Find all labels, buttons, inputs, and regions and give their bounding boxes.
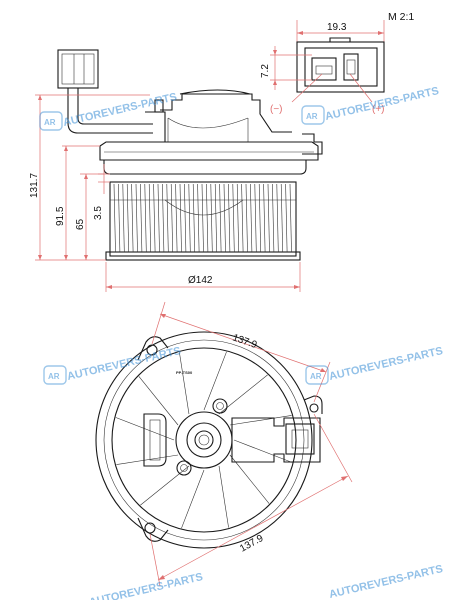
watermark-logo-2: AR	[306, 112, 318, 121]
wheel-height-label: 65	[75, 218, 86, 230]
negative-terminal-label: (−)	[270, 104, 283, 115]
body-height-label: 91.5	[55, 206, 66, 226]
watermark-text-2: AUTOREVERS-PARTS	[324, 85, 440, 123]
watermark-logo-4: AR	[310, 372, 322, 381]
diameter-label: Ø142	[188, 275, 213, 286]
bottom-mount-label: 137.9	[238, 533, 266, 555]
total-height-label: 131.7	[29, 173, 40, 198]
part-code: PP-TS00	[176, 370, 193, 375]
positive-terminal-label: (+)	[372, 104, 385, 115]
watermark-logo-3: AR	[48, 372, 60, 381]
connector-detail: 19.3 7.2 (−) (+)	[260, 20, 385, 115]
top-mount-label: 137.9	[231, 332, 259, 351]
gap-label: 3.5	[93, 206, 104, 220]
watermark-4: AR AUTOREVERS-PARTS	[305, 345, 444, 385]
watermark-text-5: AUTOREVERS-PARTS	[328, 563, 444, 600]
bottom-view: PP-TS00 137.9 137.9	[95, 301, 353, 587]
watermark-6: AUTOREVERS-PARTS	[88, 571, 204, 600]
watermark-text-4: AUTOREVERS-PARTS	[328, 345, 444, 383]
scale-label: M 2:1	[388, 11, 414, 23]
watermark-text-6: AUTOREVERS-PARTS	[88, 571, 204, 600]
watermark-text-3: AUTOREVERS-PARTS	[66, 345, 182, 383]
watermark-5: AUTOREVERS-PARTS	[328, 563, 444, 600]
watermark-logo-1: AR	[44, 118, 56, 127]
watermark-3: AR AUTOREVERS-PARTS	[43, 345, 182, 385]
connector-width-label: 19.3	[327, 22, 347, 33]
watermark-2: AR AUTOREVERS-PARTS	[301, 85, 440, 125]
side-view: 131.7 91.5 65 3.5 Ø142	[29, 49, 323, 292]
connector-height-label: 7.2	[260, 64, 271, 78]
